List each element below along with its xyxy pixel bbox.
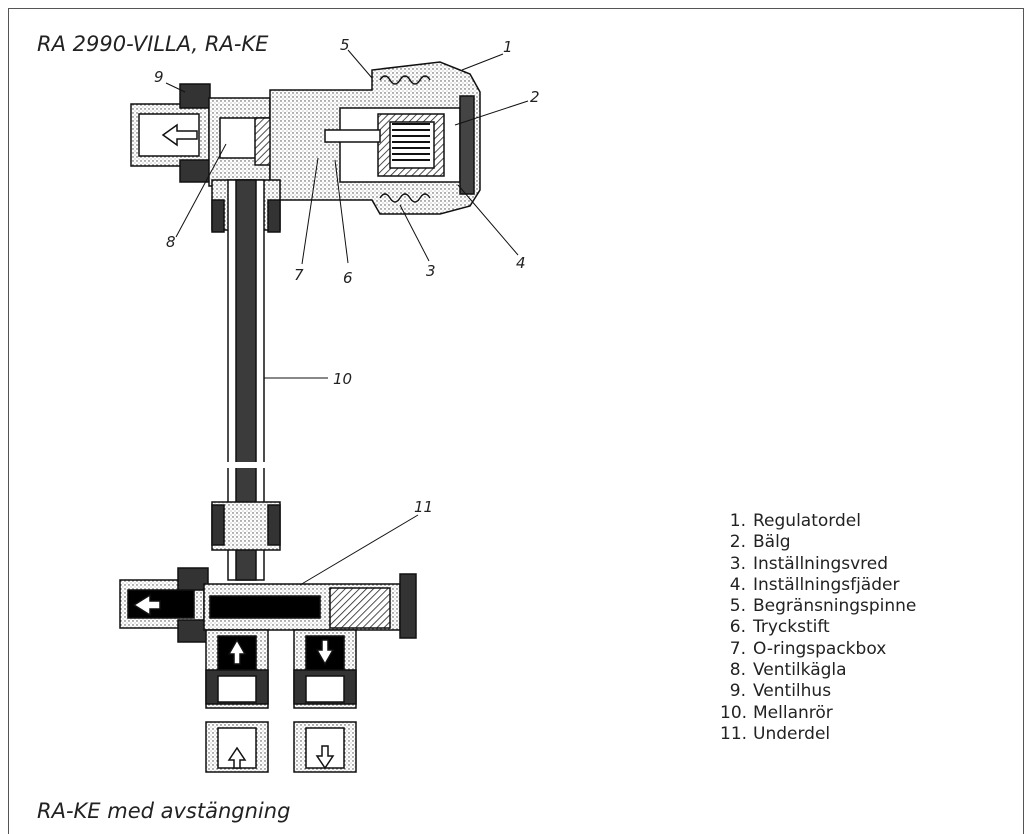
legend-item: 5. Begränsningspinne xyxy=(720,596,917,617)
shutoff-inserts xyxy=(205,721,357,773)
callout-4: 4 xyxy=(516,254,526,272)
regulator-head xyxy=(269,61,481,215)
legend-label: Ventilhus xyxy=(753,681,832,702)
legend-item: 7. O-ringspackbox xyxy=(720,639,916,660)
legend-label: Begränsningspinne xyxy=(753,596,917,617)
legend-item: 9. Ventilhus xyxy=(720,681,916,702)
legend-label: Inställningsfjäder xyxy=(753,574,900,595)
legend-item: 1. Regulatordel xyxy=(720,511,916,532)
legend-number: 3. xyxy=(729,553,746,574)
legend-number: 8. xyxy=(729,660,746,681)
legend-number: 9. xyxy=(729,681,746,702)
legend-label: Mellanrör xyxy=(753,702,833,723)
legend-label: Inställningsvred xyxy=(753,553,889,574)
callouts: 1 2 3 4 5 6 7 8 9 10 11 xyxy=(154,36,540,516)
legend-item: 3. Inställningsvred xyxy=(720,554,916,575)
legend-label: Ventilkägla xyxy=(753,660,847,681)
legend-label: Bälg xyxy=(753,532,791,553)
legend-label: Tryckstift xyxy=(753,617,830,638)
callout-11: 11 xyxy=(414,498,433,516)
legend-number: 6. xyxy=(729,617,746,638)
legend-item: 8. Ventilkägla xyxy=(720,660,916,681)
callout-1: 1 xyxy=(503,38,513,56)
legend-item: 11.Underdel xyxy=(720,724,916,745)
callout-9: 9 xyxy=(154,68,164,86)
figure-frame xyxy=(8,8,1024,834)
intermediate-tube xyxy=(211,179,281,581)
callout-3: 3 xyxy=(426,262,436,280)
callout-8: 8 xyxy=(166,233,176,251)
legend-label: O-ringspackbox xyxy=(753,638,887,659)
figure-caption: RA-KE med avstängning xyxy=(37,799,291,823)
callout-6: 6 xyxy=(343,269,353,287)
callout-10: 10 xyxy=(333,370,352,388)
legend-item: 2. Bälg xyxy=(720,532,916,553)
legend-number: 11. xyxy=(720,723,748,744)
legend-number: 2. xyxy=(729,532,746,553)
legend-number: 5. xyxy=(729,596,746,617)
callout-7: 7 xyxy=(294,266,304,284)
legend-number: 7. xyxy=(729,638,746,659)
callout-2: 2 xyxy=(530,88,540,106)
callout-5: 5 xyxy=(340,36,350,54)
legend-item: 6. Tryckstift xyxy=(720,617,916,638)
leader-lines xyxy=(165,49,529,586)
legend-number: 4. xyxy=(729,574,746,595)
legend-item: 10.Mellanrör xyxy=(720,703,916,724)
legend-item: 4. Inställningsfjäder xyxy=(720,575,916,596)
legend-number: 10. xyxy=(720,702,748,723)
legend-label: Underdel xyxy=(753,723,831,744)
lower-part xyxy=(119,567,417,709)
legend-number: 1. xyxy=(729,511,746,531)
parts-legend: 1. Regulatordel 2. Bälg 3. Inställningsvred… xyxy=(720,511,916,745)
figure-title: RA 2990-VILLA, RA-KE xyxy=(37,32,269,56)
legend-label: Regulatordel xyxy=(753,511,861,531)
